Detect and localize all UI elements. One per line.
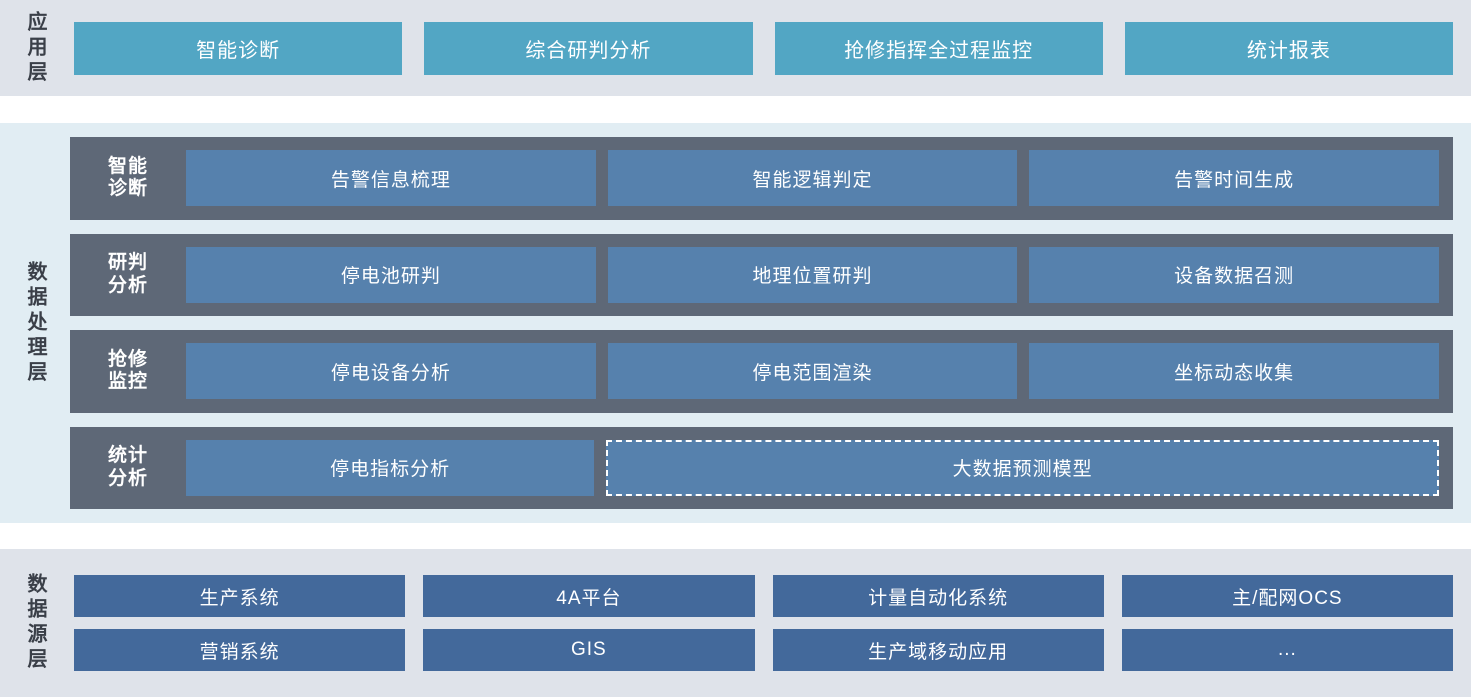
data-source-layer-label-text: 数据源层 (24, 573, 46, 673)
processing-tile-intelligent-logic-judgement[interactable]: 智能逻辑判定 (607, 150, 1018, 207)
processing-tile-coordinate-dynamic-collection[interactable]: 坐标动态收集 (1029, 343, 1440, 400)
data-source-layer-band: 数据源层 生产系统 4A平台 计量自动化系统 主/配网OCS 营销系统 GIS … (0, 549, 1471, 697)
processing-row-label: 研判 分析 (82, 252, 174, 297)
processing-row-tiles: 停电池研判 地理位置研判 设备数据召测 (186, 246, 1440, 303)
application-tile-comprehensive-analysis[interactable]: 综合研判分析 (424, 21, 753, 75)
processing-row-label: 统计 分析 (82, 445, 174, 490)
data-source-tile-4a-platform[interactable]: 4A平台 (423, 575, 755, 617)
processing-row-label: 智能 诊断 (82, 156, 174, 201)
data-source-tile-main-distribution-ocs[interactable]: 主/配网OCS (1121, 575, 1453, 617)
processing-row-label-line1: 研判 (107, 252, 148, 274)
data-source-tile-marketing-system[interactable]: 营销系统 (74, 629, 406, 671)
data-source-row: 生产系统 4A平台 计量自动化系统 主/配网OCS (74, 575, 1453, 617)
application-layer-tiles: 智能诊断 综合研判分析 抢修指挥全过程监控 统计报表 (70, 0, 1471, 96)
processing-row-label: 抢修 监控 (82, 349, 174, 394)
application-tile-statistical-reports[interactable]: 统计报表 (1124, 21, 1453, 75)
processing-row-label-line2: 监控 (107, 371, 148, 393)
processing-row-tiles: 停电指标分析 大数据预测模型 (186, 439, 1439, 496)
data-source-layer-label: 数据源层 (0, 549, 70, 697)
data-source-rows: 生产系统 4A平台 计量自动化系统 主/配网OCS 营销系统 GIS 生产域移动… (70, 549, 1471, 697)
data-source-tile-gis[interactable]: GIS (423, 629, 755, 671)
processing-tile-outage-pool-judgement[interactable]: 停电池研判 (186, 246, 596, 303)
data-source-row: 营销系统 GIS 生产域移动应用 ... (74, 629, 1453, 671)
application-layer-label: 应用层 (0, 0, 70, 96)
processing-row-label-line1: 抢修 (107, 348, 148, 370)
processing-row-intelligent-diagnosis: 智能 诊断 告警信息梳理 智能逻辑判定 告警时间生成 (70, 137, 1453, 220)
processing-row-tiles: 告警信息梳理 智能逻辑判定 告警时间生成 (186, 150, 1440, 207)
processing-row-statistical-analysis: 统计 分析 停电指标分析 大数据预测模型 (70, 426, 1453, 509)
application-tile-intelligent-diagnosis[interactable]: 智能诊断 (74, 21, 403, 75)
application-layer-label-text: 应用层 (24, 10, 46, 86)
processing-tile-outage-index-analysis[interactable]: 停电指标分析 (186, 439, 595, 496)
application-layer-band: 应用层 智能诊断 综合研判分析 抢修指挥全过程监控 统计报表 (0, 0, 1471, 96)
processing-row-tiles: 停电设备分析 停电范围渲染 坐标动态收集 (186, 343, 1440, 400)
data-source-tile-metering-automation-system[interactable]: 计量自动化系统 (772, 575, 1104, 617)
processing-tile-geographic-location-judgement[interactable]: 地理位置研判 (607, 246, 1018, 303)
data-source-tile-production-mobile-app[interactable]: 生产域移动应用 (772, 629, 1104, 671)
processing-row-repair-monitoring: 抢修 监控 停电设备分析 停电范围渲染 坐标动态收集 (70, 330, 1453, 413)
processing-row-research-analysis: 研判 分析 停电池研判 地理位置研判 设备数据召测 (70, 233, 1453, 316)
data-processing-rows: 智能 诊断 告警信息梳理 智能逻辑判定 告警时间生成 研判 分析 停电池研判 地… (70, 123, 1471, 523)
processing-tile-device-data-retrieval[interactable]: 设备数据召测 (1029, 246, 1440, 303)
data-processing-layer-label: 数据处理层 (0, 123, 70, 523)
band-separator-bottom (0, 523, 1471, 549)
application-tile-repair-monitoring[interactable]: 抢修指挥全过程监控 (774, 21, 1103, 75)
processing-row-label-line2: 分析 (107, 467, 148, 489)
processing-tile-outage-range-rendering[interactable]: 停电范围渲染 (607, 343, 1018, 400)
data-processing-layer-label-text: 数据处理层 (24, 260, 46, 386)
processing-tile-alarm-time-generation[interactable]: 告警时间生成 (1029, 150, 1440, 207)
processing-tile-outage-device-analysis[interactable]: 停电设备分析 (186, 343, 596, 400)
processing-tile-alarm-info-sorting[interactable]: 告警信息梳理 (186, 150, 596, 207)
data-processing-layer-band: 数据处理层 智能 诊断 告警信息梳理 智能逻辑判定 告警时间生成 研判 分析 (0, 123, 1471, 523)
processing-row-label-line1: 统计 (107, 445, 148, 467)
processing-row-label-line1: 智能 (107, 155, 148, 177)
processing-tile-big-data-prediction-model[interactable]: 大数据预测模型 (606, 439, 1439, 496)
data-source-tile-production-system[interactable]: 生产系统 (74, 575, 406, 617)
data-source-tile-more[interactable]: ... (1121, 629, 1453, 671)
band-separator-top (0, 96, 1471, 123)
processing-row-label-line2: 分析 (107, 274, 148, 296)
processing-row-label-line2: 诊断 (107, 178, 148, 200)
